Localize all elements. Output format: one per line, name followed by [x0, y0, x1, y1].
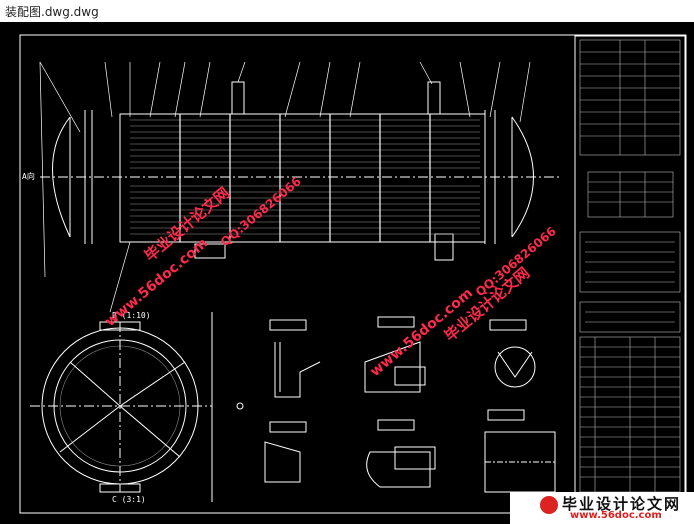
- logo-url: www.56doc.com: [570, 510, 662, 521]
- detail-views: [264, 316, 556, 493]
- tech-tables: [579, 39, 681, 493]
- view-label-a: A向: [22, 171, 35, 181]
- logo-name: 毕业设计论文网: [562, 495, 682, 513]
- tube-bundle: [130, 119, 480, 235]
- site-logo: 毕业设计论文网 www.56doc.com: [510, 492, 694, 524]
- watermark-group-right: 毕业设计论文网 QQ:306826066 www.56doc.com: [367, 224, 559, 380]
- section-view-circle: [30, 312, 244, 502]
- drawing-frame: [19, 34, 687, 514]
- view-label-c: C (3:1): [112, 495, 146, 504]
- window-titlebar: 装配图.dwg.dwg: [0, 0, 694, 22]
- leader-lines: [39, 61, 531, 313]
- heat-exchanger-main-view: [40, 81, 560, 261]
- watermark-qq-1: QQ:306826066: [218, 174, 304, 249]
- watermark-group-left: 毕业设计论文网 QQ:306826066 www.56doc.com: [102, 174, 304, 330]
- logo-icon: [540, 496, 558, 514]
- cad-canvas[interactable]: A向 B (1:10) C (3:1) 毕业设计论文网 QQ:306826066…: [0, 22, 694, 524]
- window-title: 装配图.dwg.dwg: [5, 5, 99, 19]
- view-label-b: B (1:10): [112, 311, 151, 320]
